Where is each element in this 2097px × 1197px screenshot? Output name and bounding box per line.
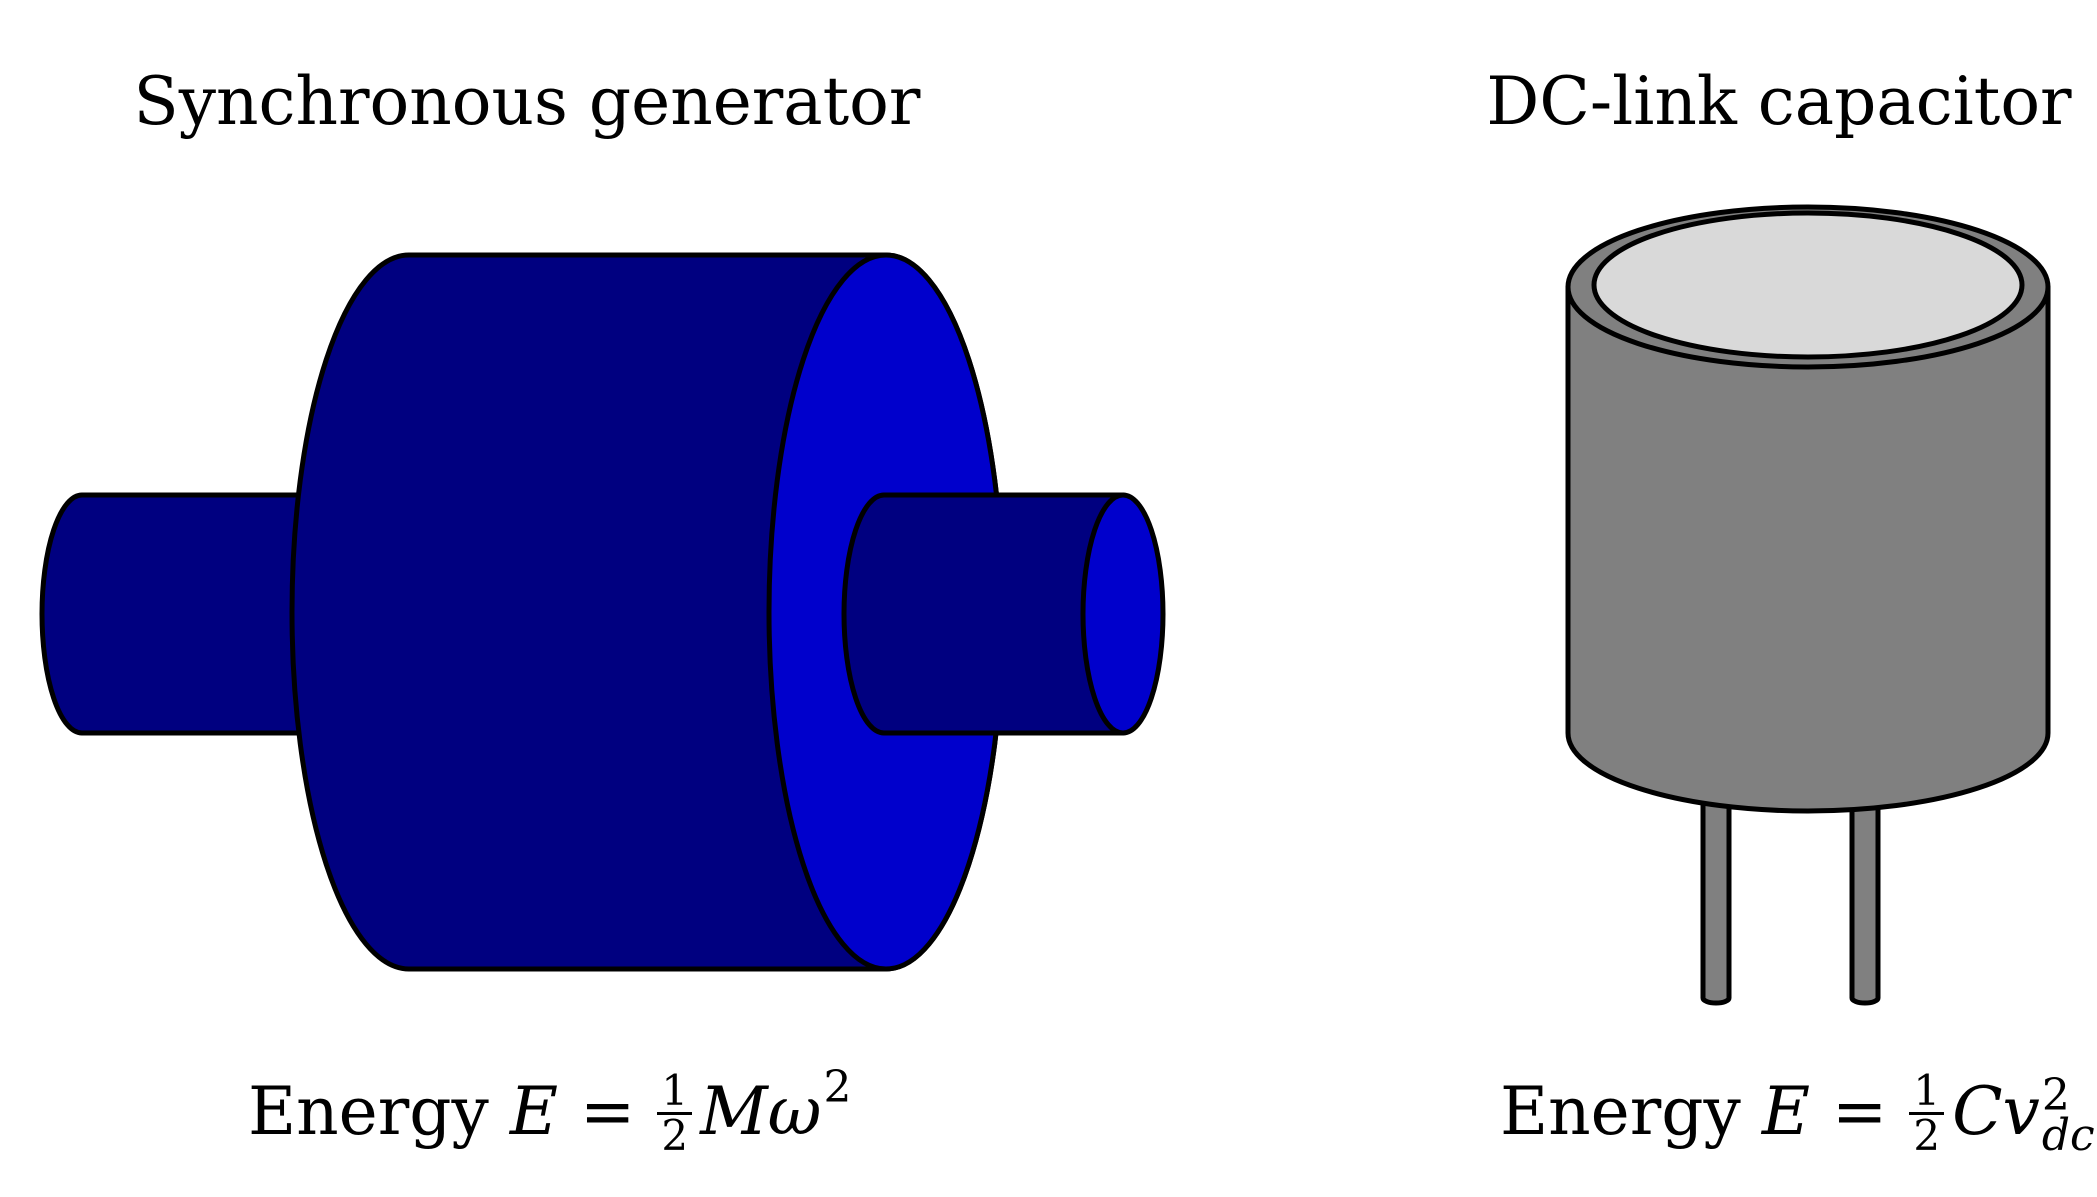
generator-energy-var: E [509,1072,559,1150]
capacitor-energy-scripts: 2 dc [2041,1069,2095,1161]
capacitor-frac-denominator: 2 [1913,1111,1941,1160]
generator-title: Synchronous generator [133,63,921,140]
generator-energy-label: Energy [248,1072,489,1150]
capacitor-frac-numerator: 1 [1909,1070,1945,1115]
capacitor-energy-formula: Energy E = 1 2 Cv 2 dc [1500,1068,2095,1161]
capacitor-energy-body: Cv [1952,1072,2040,1150]
generator-energy-exponent: 2 [823,1061,852,1113]
capacitor-title: DC-link capacitor [1486,63,2072,140]
capacitor-energy-label: Energy [1500,1072,1741,1150]
capacitor-drawing [1565,204,2051,1006]
generator-energy-body: Mω [700,1072,822,1150]
capacitor-energy-var: E [1761,1072,1811,1150]
capacitor-energy-fraction: 1 2 [1909,1070,1945,1160]
capacitor-legs [1700,777,1881,1006]
capacitor-energy-subscript: dc [2041,1109,2095,1161]
generator-shaft-face [1080,492,1166,736]
generator-energy-fraction: 1 2 [657,1070,693,1160]
capacitor-body [1565,204,2051,814]
capacitor-top-face [1591,210,2025,360]
generator-frac-denominator: 2 [661,1111,689,1160]
generator-drawing [39,252,1166,972]
capacitor-energy-exponent: 2 [2041,1069,2070,1121]
generator-energy-equals: = [580,1072,636,1150]
generator-right-shaft [841,492,1166,736]
generator-left-shaft [39,492,303,736]
generator-frac-numerator: 1 [657,1070,693,1115]
capacitor-energy-equals: = [1832,1072,1888,1150]
